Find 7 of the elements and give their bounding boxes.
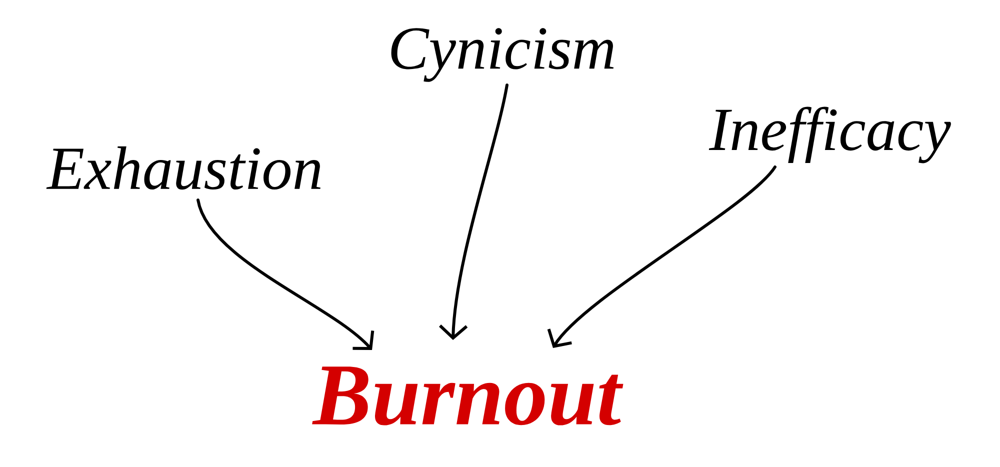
central-concept-label: Burnout (312, 366, 624, 426)
concept-label: Cynicism (391, 28, 614, 82)
concept-label: Inefficacy (708, 106, 951, 164)
curved-arrow (439, 84, 508, 340)
curved-arrow (547, 166, 776, 348)
curved-arrow (196, 198, 374, 350)
concept-label: Exhaustion (46, 146, 320, 190)
